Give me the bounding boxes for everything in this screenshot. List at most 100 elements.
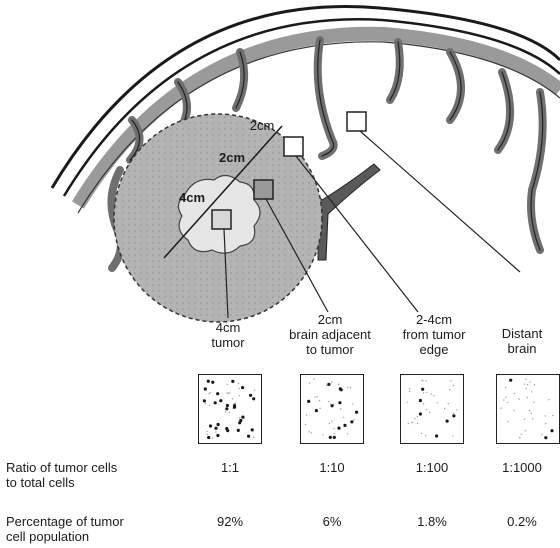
normal-cell-dot — [253, 437, 254, 438]
ratio-row-label: Ratio of tumor cells to total cells — [6, 460, 117, 490]
normal-cell-dot — [333, 428, 334, 429]
normal-cell-dot — [347, 387, 348, 388]
percentage-row-label-line: cell population — [6, 529, 124, 544]
normal-cell-dot — [330, 403, 331, 404]
normal-cell-dot — [329, 423, 330, 424]
region-label-line: Distant — [486, 326, 558, 341]
region-label-2-4cm: 2-4cm from tumor edge — [392, 312, 476, 357]
normal-cell-dot — [232, 398, 233, 399]
sample-marker-adjacent — [254, 180, 273, 199]
region-label-line: 2cm — [276, 312, 384, 327]
normal-cell-dot — [530, 412, 531, 413]
tumor-cell-dot — [247, 435, 250, 438]
tumor-cell-dot — [509, 379, 512, 382]
normal-cell-dot — [448, 403, 449, 404]
normal-cell-dot — [524, 384, 525, 385]
tumor-cell-dot — [207, 380, 210, 383]
percentage-row-label: Percentage of tumor cell population — [6, 514, 124, 544]
normal-cell-dot — [209, 405, 210, 406]
tumor-cell-dot — [211, 381, 214, 384]
normal-cell-dot — [353, 419, 354, 420]
sample-panel-tumor — [198, 374, 262, 444]
normal-cell-dot — [426, 409, 427, 410]
normal-cell-dot — [456, 409, 457, 410]
normal-cell-dot — [532, 418, 533, 419]
cell-dots — [301, 375, 363, 443]
tumor-cell-dot — [421, 388, 424, 391]
tumor-cell-dot — [226, 429, 229, 432]
ratio-row-label-line: Ratio of tumor cells — [6, 460, 117, 475]
normal-cell-dot — [309, 431, 310, 432]
tumor-cell-dot — [350, 420, 353, 423]
normal-cell-dot — [340, 408, 341, 409]
normal-cell-dot — [552, 415, 553, 416]
normal-cell-dot — [524, 419, 525, 420]
tumor-cell-dot — [204, 387, 207, 390]
normal-cell-dot — [227, 384, 228, 385]
normal-cell-dot — [425, 380, 426, 381]
normal-cell-dot — [254, 390, 255, 391]
sample-panel-2-4cm — [400, 374, 464, 444]
normal-cell-dot — [406, 402, 407, 403]
sample-panel-distant — [496, 374, 560, 444]
tumor-cell-dot — [207, 436, 210, 439]
normal-cell-dot — [421, 433, 422, 434]
percentage-value-adjacent: 6% — [292, 514, 372, 529]
normal-cell-dot — [531, 391, 532, 392]
normal-cell-dot — [306, 414, 307, 415]
tumor-cell-dot — [241, 416, 244, 419]
normal-cell-dot — [326, 385, 327, 386]
normal-cell-dot — [444, 408, 445, 409]
tumor-cell-dot — [446, 420, 449, 423]
region-label-line: brain — [486, 341, 558, 356]
tumor-cell-dot — [355, 411, 358, 414]
tumor-cell-dot — [203, 399, 206, 402]
normal-cell-dot — [521, 434, 522, 435]
tumor-cell-dot — [307, 400, 310, 403]
ratio-value-tumor: 1:1 — [190, 460, 270, 475]
normal-cell-dot — [352, 403, 353, 404]
tumor-cell-dot — [233, 406, 236, 409]
normal-cell-dot — [226, 392, 227, 393]
sample-marker-tumor — [212, 210, 231, 229]
normal-cell-dot — [314, 397, 315, 398]
normal-cell-dot — [533, 401, 534, 402]
normal-cell-dot — [518, 398, 519, 399]
normal-cell-dot — [331, 421, 332, 422]
normal-cell-dot — [505, 397, 506, 398]
normal-cell-dot — [347, 433, 348, 434]
normal-cell-dot — [343, 417, 344, 418]
tumor-cell-dot — [237, 429, 240, 432]
normal-cell-dot — [205, 403, 206, 404]
normal-cell-dot — [422, 380, 423, 381]
normal-cell-dot — [541, 434, 542, 435]
normal-cell-dot — [423, 403, 424, 404]
normal-cell-dot — [453, 385, 454, 386]
tumor-cell-dot — [209, 424, 212, 427]
label-outer-2cm: 2cm — [242, 118, 282, 133]
normal-cell-dot — [331, 381, 332, 382]
ratio-value-adjacent: 1:10 — [292, 460, 372, 475]
tumor-cell-dot — [214, 427, 217, 430]
tumor-cell-dot — [216, 434, 219, 437]
region-label-tumor: 4cm tumor — [192, 320, 264, 350]
normal-cell-dot — [525, 430, 526, 431]
normal-cell-dot — [229, 412, 230, 413]
normal-cell-dot — [425, 435, 426, 436]
sample-marker-distant — [347, 112, 366, 131]
normal-cell-dot — [207, 434, 208, 435]
tumor-cell-dot — [216, 392, 219, 395]
ratio-value-2-4cm: 1:100 — [392, 460, 472, 475]
normal-cell-dot — [548, 399, 549, 400]
normal-cell-dot — [423, 392, 424, 393]
normal-cell-dot — [503, 399, 504, 400]
ratio-value-distant: 1:1000 — [482, 460, 560, 475]
region-label-line: to tumor — [276, 342, 384, 357]
normal-cell-dot — [215, 431, 216, 432]
normal-cell-dot — [210, 392, 211, 393]
sample-marker-2-4cm — [284, 137, 303, 156]
normal-cell-dot — [239, 417, 240, 418]
sample-panel-adjacent — [300, 374, 364, 444]
normal-cell-dot — [409, 391, 410, 392]
tumor-cell-dot — [419, 399, 422, 402]
